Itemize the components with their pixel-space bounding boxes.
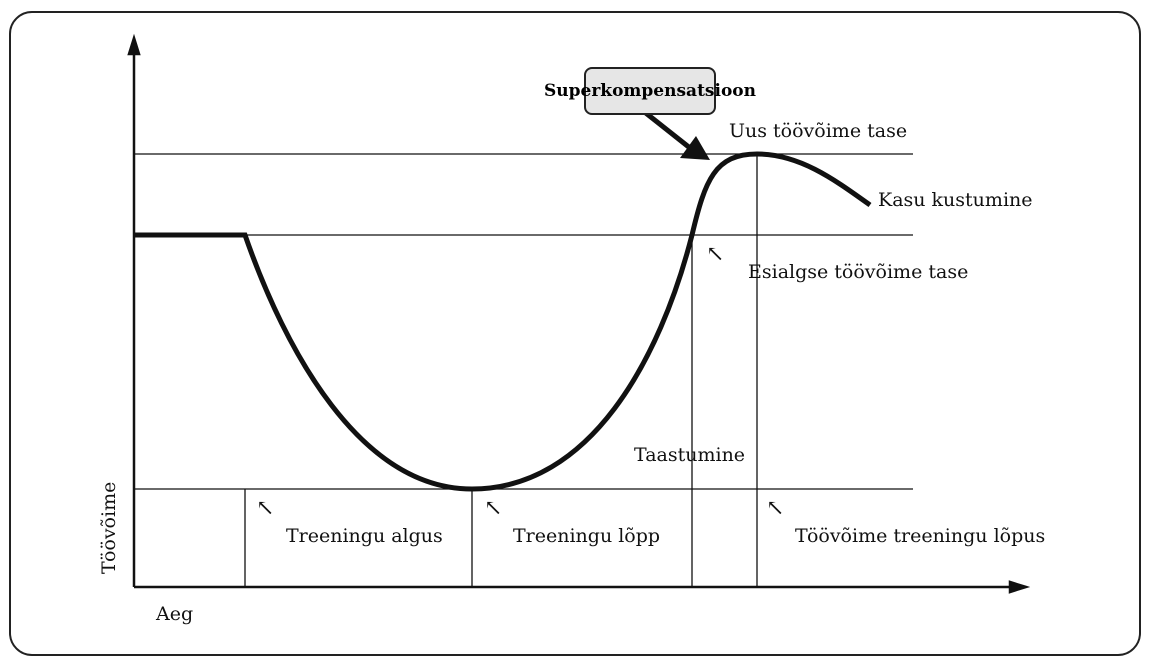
label-capacity-end: Töövõime treeningu lõpus xyxy=(795,525,1046,547)
arrow-icon: ↖ xyxy=(766,496,785,521)
label-initial-level: Esialgse töövõime tase xyxy=(748,261,969,283)
arrow-icon: ↖ xyxy=(706,242,725,267)
x-axis-arrowhead xyxy=(1008,580,1031,594)
arrow-icon: ↖ xyxy=(256,496,275,521)
label-training-start: Treeningu algus xyxy=(286,525,443,547)
supercompensation-callout: Superkompensatsioon xyxy=(544,67,756,115)
performance-curve xyxy=(134,151,872,492)
callout-arrowhead xyxy=(680,136,710,160)
frame-border xyxy=(9,11,1141,656)
y-axis-label: Töövõime xyxy=(98,481,120,574)
label-training-end: Treeningu lõpp xyxy=(513,525,661,547)
arrow-icon: ↖ xyxy=(484,496,503,521)
label-gain-decay: Kasu kustumine xyxy=(878,189,1033,211)
x-axis-label: Aeg xyxy=(156,603,194,625)
y-axis-arrowhead xyxy=(127,33,141,56)
label-recovery: Taastumine xyxy=(634,444,746,466)
label-new-level: Uus töövõime tase xyxy=(729,120,908,142)
callout-arrow xyxy=(640,108,692,150)
